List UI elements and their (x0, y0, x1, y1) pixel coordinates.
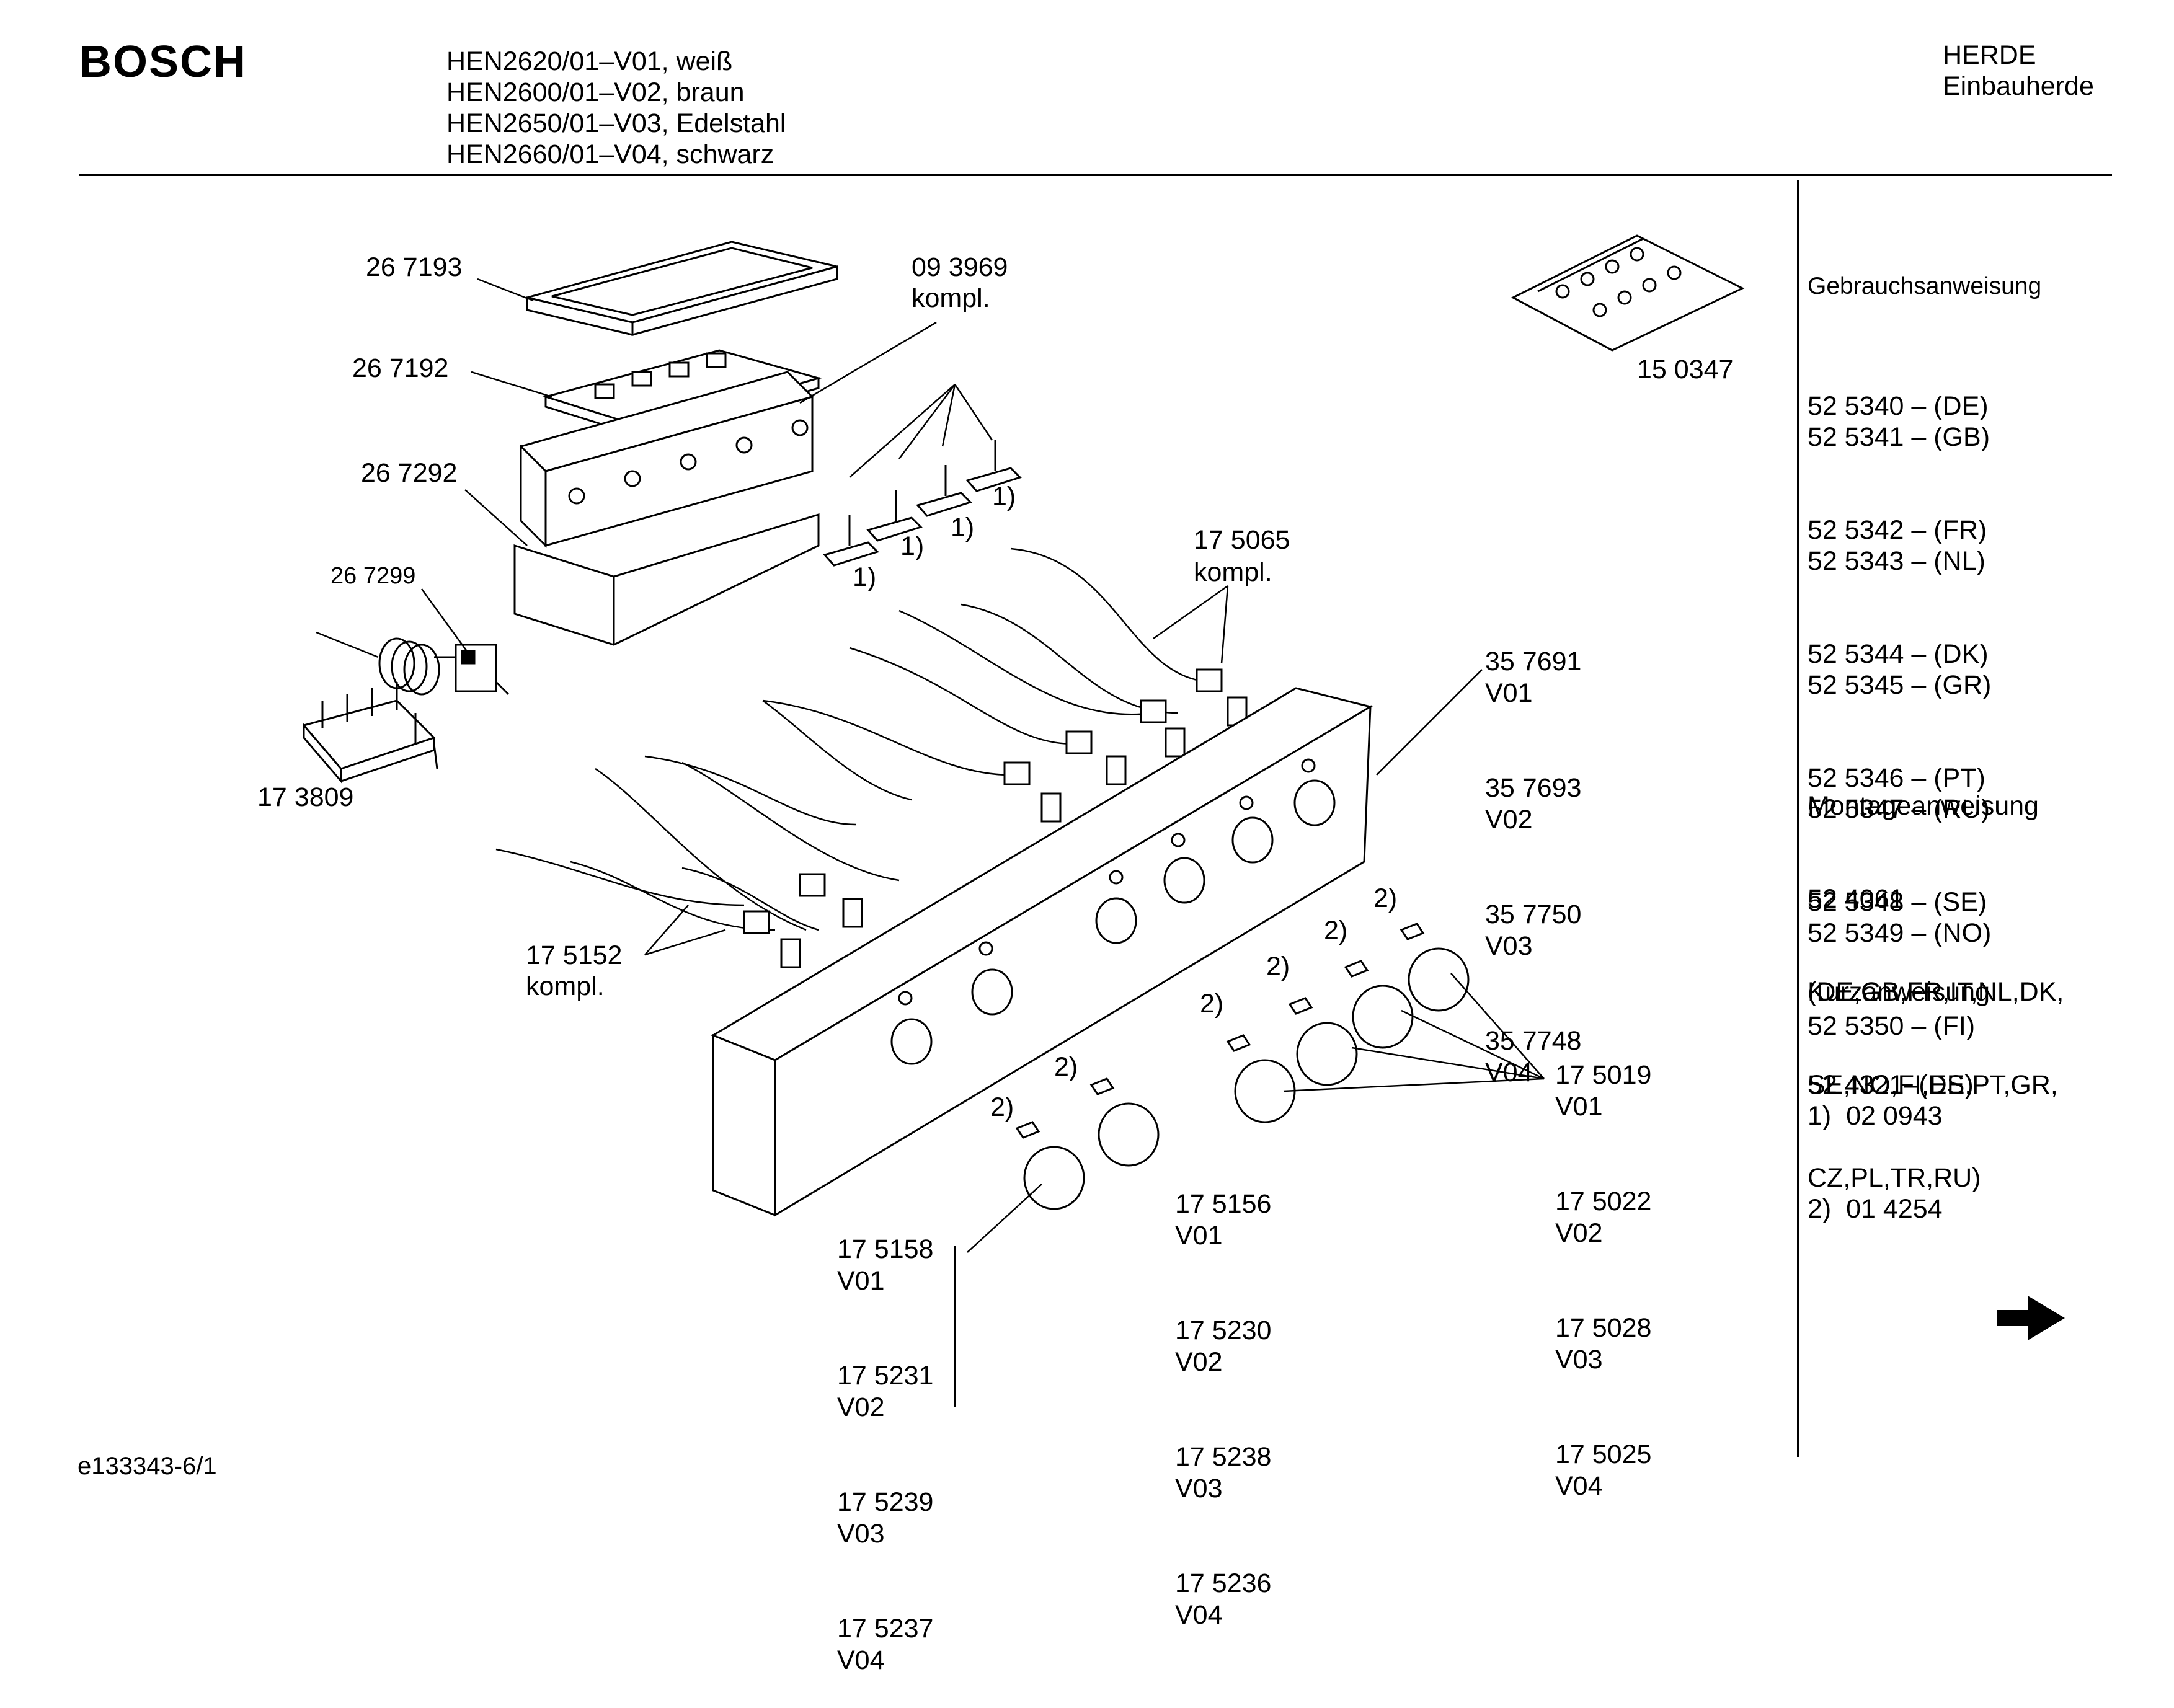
part-label-175152-kompl: kompl. (526, 971, 605, 1001)
part-label-093969-kompl: kompl. (912, 283, 990, 313)
footnote-marker: 1) (853, 562, 877, 592)
model-line-3: HEN2650/01–V03, Edelstahl (446, 108, 786, 138)
model-line-1: HEN2620/01–V01, weiß (446, 46, 733, 76)
manual-title: Gebrauchsanweisung (1808, 273, 2042, 299)
footnotes: 1) 02 0943 2) 01 4254 (1808, 1101, 1943, 1224)
part-label-150347: 15 0347 (1637, 355, 1734, 384)
control-panel-part (711, 687, 1373, 1217)
part-label-093969: 09 3969 (912, 252, 1008, 282)
footnote-marker: 2) (1373, 883, 1398, 913)
arrow-right-icon (1997, 1296, 2065, 1340)
part-label-175152: 17 5152 (526, 940, 623, 970)
footnote-marker: 2) (1266, 952, 1290, 981)
drawing-id: e133343-6/1 (78, 1453, 217, 1480)
brand-logo: BOSCH (79, 37, 247, 87)
assembly-section: Montageanweisung 52 4061 (DE,GB,FR,IT,NL… (1808, 791, 2064, 1193)
screw-bag-part (1511, 234, 1745, 352)
short-guide-section: Kurzanweisung 52 4321–(DE) (1808, 977, 1990, 1100)
footnote-marker: 1) (951, 513, 975, 542)
category-title: HERDE (1943, 40, 2036, 70)
part-label-267299: 26 7299 (331, 563, 416, 589)
selector-switch-part (302, 682, 438, 784)
part-label-267192: 26 7192 (352, 353, 449, 383)
part-label-175065-kompl: kompl. (1194, 557, 1272, 587)
switch-set-part (823, 440, 1022, 567)
footnote-marker: 2) (990, 1092, 1014, 1122)
exploded-diagram (79, 174, 2112, 1457)
subcategory-title: Einbauherde (1943, 71, 2094, 101)
part-label-175065: 17 5065 (1194, 525, 1290, 555)
part-label-173809: 17 3809 (257, 782, 354, 812)
footnote-marker: 2) (1200, 989, 1224, 1019)
thermostat-part (316, 631, 510, 696)
leader-lines (420, 278, 1545, 1407)
footnote-marker: 2) (1054, 1052, 1078, 1082)
footnote-marker: 2) (1324, 916, 1348, 945)
footnote-marker: 1) (992, 482, 1016, 511)
housing-part (513, 371, 820, 646)
part-label-267292: 26 7292 (361, 458, 458, 488)
part-label-267193: 26 7193 (366, 252, 463, 282)
manual-code-list: 52 5340 – (DE)52 5341 – (GB) 52 5342 – (… (1808, 391, 1992, 1041)
model-line-2: HEN2600/01–V02, braun (446, 77, 745, 107)
frame-part (526, 241, 838, 336)
footnote-marker: 1) (900, 531, 925, 561)
terminal-clips (743, 668, 1248, 968)
model-line-4: HEN2660/01–V04, schwarz (446, 139, 774, 169)
